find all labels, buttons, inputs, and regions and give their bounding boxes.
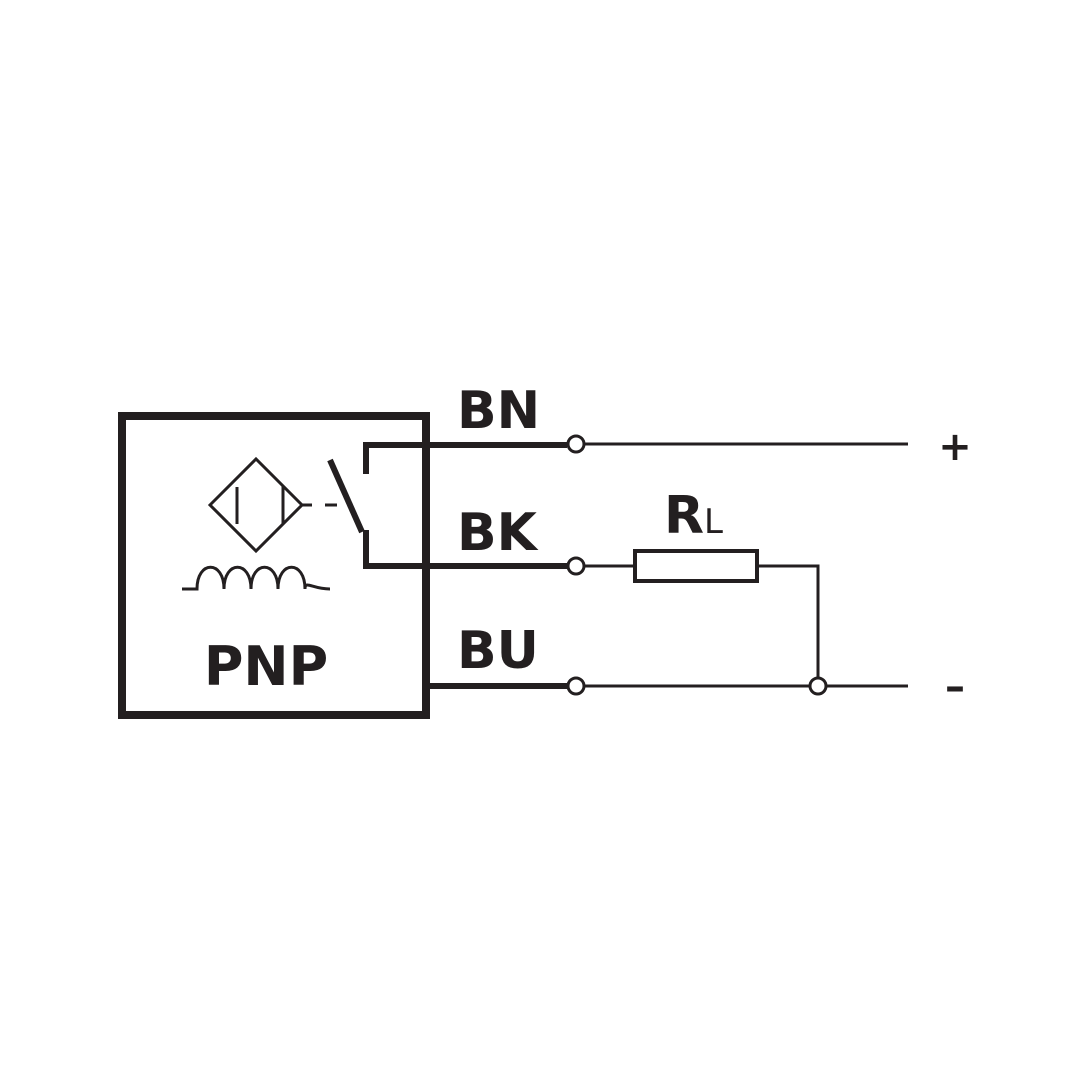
supply-positive-label: + [938, 424, 972, 470]
wire-label-bn: BN [457, 381, 540, 441]
wire-label-bu: BU [457, 621, 539, 681]
supply-negative-label: – [945, 664, 965, 710]
terminal-icons [566, 434, 828, 696]
external-wiring [584, 442, 908, 688]
terminal-bn-icon [566, 434, 586, 454]
switch-contact [327, 442, 567, 689]
load-resistor [633, 549, 759, 583]
inductive-sensor-icon [207, 456, 337, 554]
coil-icon [182, 565, 331, 591]
terminal-bu-icon [566, 676, 586, 696]
wire-label-bk: BK [457, 503, 539, 563]
junction-icon [808, 676, 828, 696]
load-label: RL [664, 486, 723, 546]
sensor-type-label: PNP [204, 635, 328, 698]
terminal-bk-icon [566, 556, 586, 576]
